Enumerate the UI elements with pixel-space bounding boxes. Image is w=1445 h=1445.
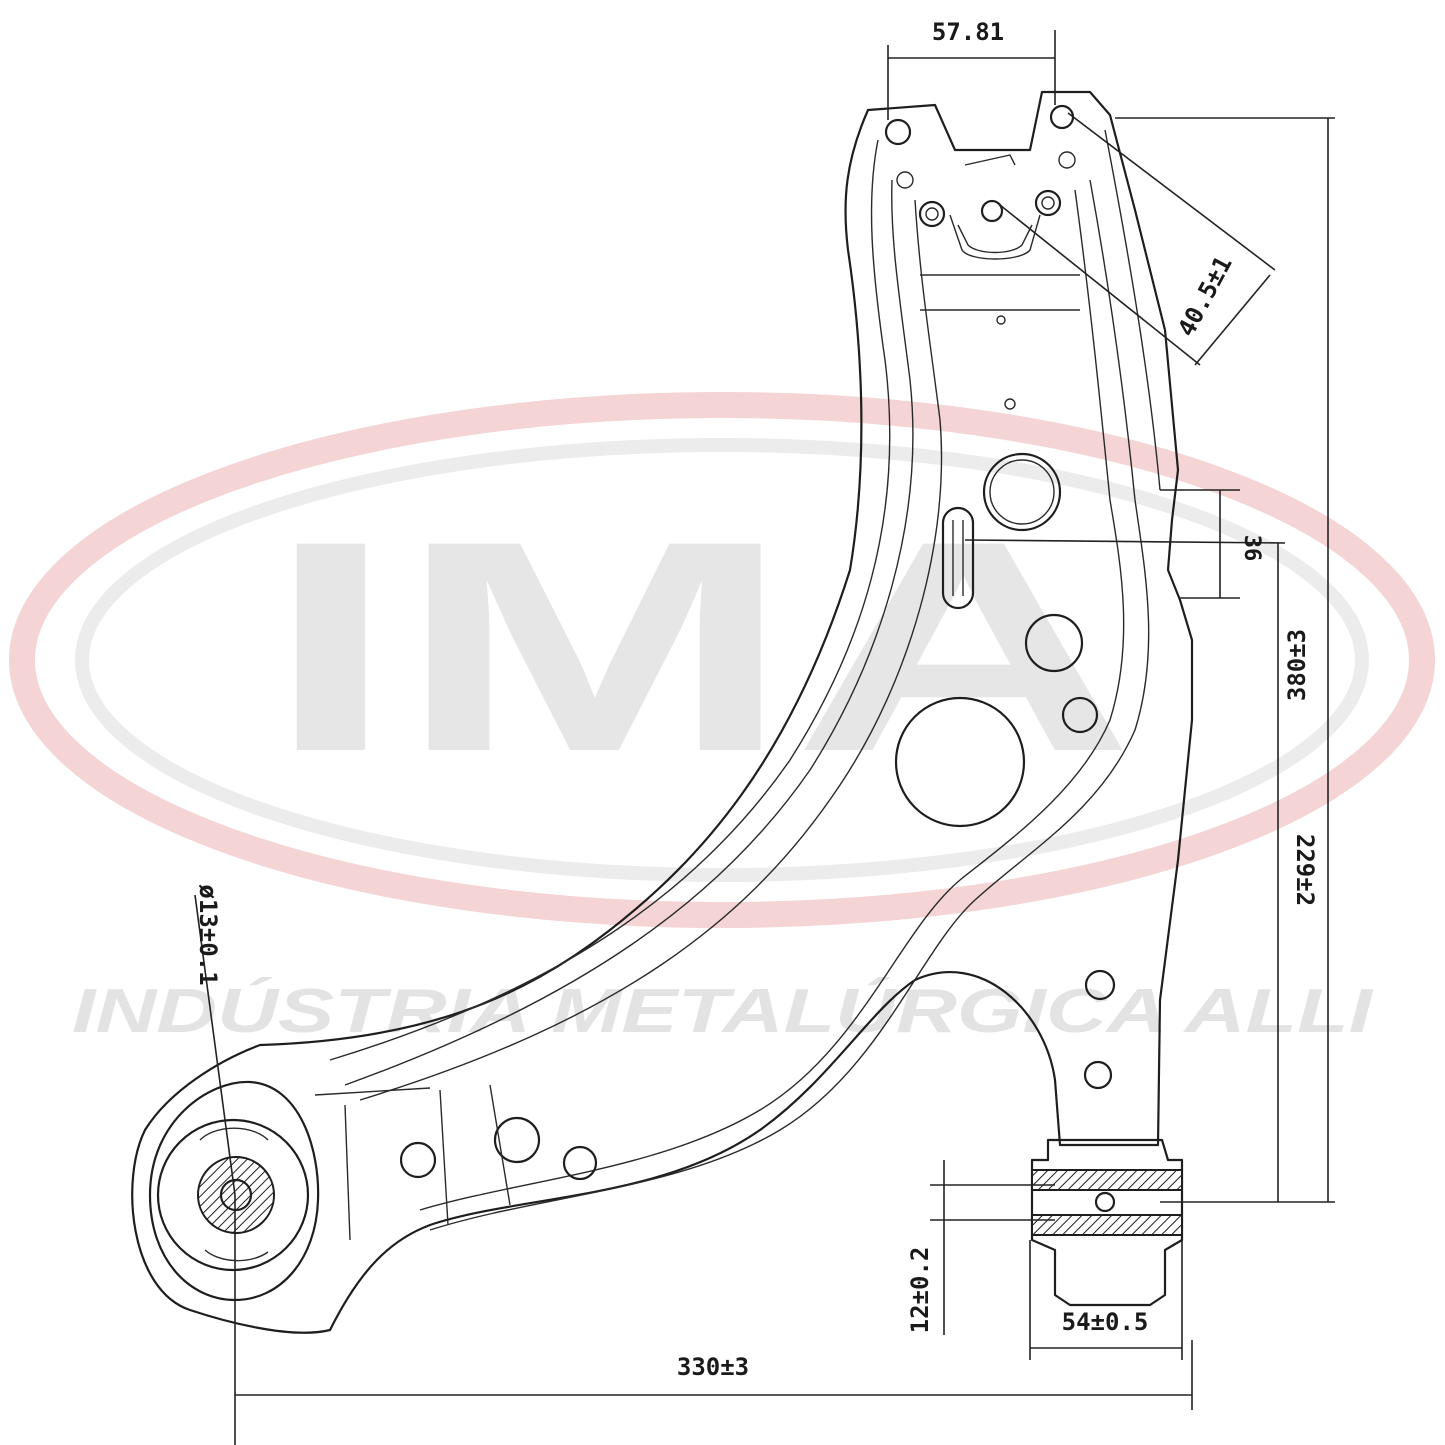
dim-diagonal-mount: 40.5±1 <box>1172 251 1237 341</box>
bushing-outer <box>156 1118 310 1272</box>
stud-left-inner <box>925 207 939 221</box>
large-hole-upper-ring <box>989 459 1055 525</box>
watermark: IMA INDÚSTRIA METALÚRGICA ALLI <box>9 392 1435 1046</box>
watermark-brand: IMA <box>265 478 1135 814</box>
dim-ball-joint-width: 54±0.5 <box>1062 1308 1149 1336</box>
large-hole-upper <box>982 452 1062 532</box>
bracket-tab <box>964 154 1016 166</box>
hole-mid <box>1024 613 1084 673</box>
arm-rib-3 <box>439 1089 449 1226</box>
flange-line-1 <box>329 139 891 1061</box>
watermark-ring-inner <box>75 438 1369 882</box>
watermark-ring-outer <box>9 392 1435 928</box>
dim-overall-height: 380±3 <box>1283 629 1311 701</box>
watermark-tagline: INDÚSTRIA METALÚRGICA ALLI <box>72 977 1374 1046</box>
upper-bracket-notch <box>949 214 1041 260</box>
stud-right-inner <box>1041 196 1055 210</box>
small-hole-2 <box>1058 151 1076 169</box>
slot <box>941 506 975 610</box>
lower-flange-line-1 <box>419 189 1125 1211</box>
flange-line-2 <box>344 179 914 1086</box>
arm-rib-2 <box>344 1104 351 1241</box>
center-hole-upper <box>980 199 1004 223</box>
dim-ball-joint-thickness: 12±0.2 <box>906 1247 934 1334</box>
dim-overall-length: 330±3 <box>677 1353 749 1381</box>
ball-joint-hatch-top <box>1031 1169 1183 1191</box>
dim-slot-width: 36 <box>1239 535 1264 562</box>
stud-left <box>918 200 946 228</box>
stud-right <box>1034 189 1062 217</box>
mount-hole-top-left <box>884 118 912 146</box>
hole-lower-1 <box>1084 969 1116 1001</box>
mount-hole-top-right <box>1049 104 1075 130</box>
hole-arm-3 <box>562 1145 598 1181</box>
upper-bracket-notch-inner <box>957 224 1033 254</box>
flange-line-3 <box>359 199 943 1101</box>
ball-joint-hatch-bottom <box>1031 1214 1183 1236</box>
ball-joint-center <box>1094 1191 1116 1213</box>
bushing-bore <box>219 1178 253 1212</box>
dim-bushing-bore: ø13±0.1 <box>194 884 222 985</box>
bushing-hatch <box>197 1156 275 1234</box>
hole-arm-2 <box>493 1116 541 1164</box>
lower-flange-line-2 <box>429 179 1150 1231</box>
lower-flange-line-3 <box>1104 129 1161 491</box>
arm-rib-4 <box>489 1084 511 1206</box>
dimension-labels: 57.81 40.5±1 36 380±3 229±2 ø13±0.1 12±0… <box>194 18 1319 1381</box>
dim-top-mount-spacing: 57.81 <box>932 18 1004 46</box>
pin-hole-1 <box>996 315 1006 325</box>
bushing-eye-outline <box>148 1080 320 1302</box>
dim-lower-height: 229±2 <box>1291 834 1319 906</box>
bushing-slot-bottom <box>204 1249 269 1262</box>
hole-large-center <box>894 696 1026 828</box>
hole-arm-1 <box>399 1141 437 1179</box>
pin-hole-2 <box>1004 398 1016 410</box>
hole-small-mid <box>1061 696 1099 734</box>
hole-lower-2 <box>1083 1060 1113 1090</box>
arm-rib-1 <box>314 1087 431 1096</box>
small-hole-1 <box>896 171 914 189</box>
control-arm <box>131 90 1194 1334</box>
dimension-lines <box>194 30 1335 1445</box>
bushing-slot-top <box>199 1127 269 1141</box>
